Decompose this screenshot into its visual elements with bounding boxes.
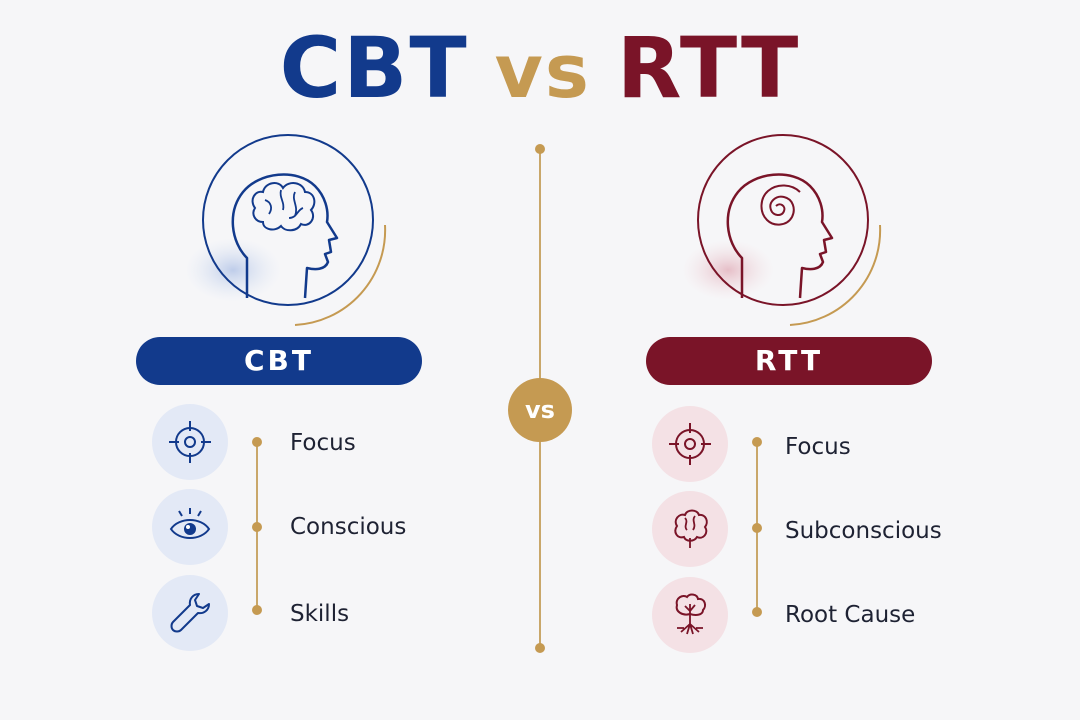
rtt-timeline-dot xyxy=(752,523,762,533)
rtt-hero xyxy=(680,130,895,334)
list-item-icon-bg xyxy=(152,575,228,651)
eye-icon xyxy=(169,508,211,539)
cbt-item-label: Skills xyxy=(290,601,350,627)
head-spiral-icon xyxy=(682,134,882,326)
list-item-icon-bg xyxy=(652,491,728,567)
rtt-item-label: Root Cause xyxy=(785,602,916,628)
list-item-icon-bg xyxy=(152,489,228,565)
target-icon xyxy=(169,421,211,463)
rtt-timeline-dot xyxy=(752,437,762,447)
rtt-item-label: Focus xyxy=(785,434,851,460)
cbt-item-label: Conscious xyxy=(290,514,407,540)
title-right: RTT xyxy=(616,19,801,117)
vs-badge: vs xyxy=(508,378,572,442)
brain-icon xyxy=(674,509,708,548)
list-item-icon-bg xyxy=(652,406,728,482)
divider-bottom-dot xyxy=(535,643,545,653)
title-left: CBT xyxy=(279,19,469,117)
title-vs: vs xyxy=(494,29,591,115)
divider-top-dot xyxy=(535,144,545,154)
cbt-hero xyxy=(185,130,400,334)
cbt-item-label: Focus xyxy=(290,430,356,456)
rtt-timeline-dot xyxy=(752,607,762,617)
cbt-timeline-dot xyxy=(252,437,262,447)
tree-roots-icon xyxy=(675,593,707,635)
head-brain-icon xyxy=(185,134,387,326)
rtt-label-pill: RTT xyxy=(646,337,932,385)
cbt-timeline-dot xyxy=(252,605,262,615)
page-title: CBT vs RTT xyxy=(0,18,1080,122)
target-icon xyxy=(669,423,711,465)
rtt-item-label: Subconscious xyxy=(785,518,942,544)
list-item-icon-bg xyxy=(652,577,728,653)
wrench-icon xyxy=(170,593,210,633)
cbt-label-pill: CBT xyxy=(136,337,422,385)
cbt-timeline-dot xyxy=(252,522,262,532)
list-item-icon-bg xyxy=(152,404,228,480)
